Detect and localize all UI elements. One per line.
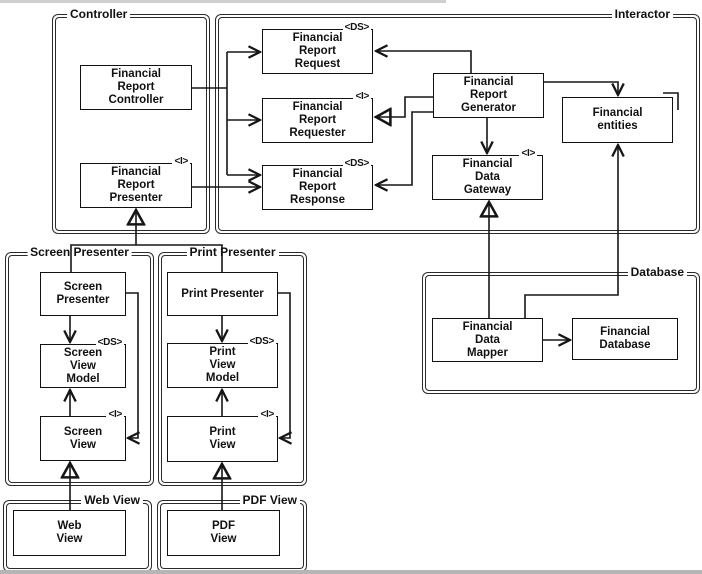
- stereotype-label: <I>: [258, 409, 276, 421]
- connector-generator-to-request: [376, 51, 472, 73]
- node-financial-data-gateway: <I> Financial Data Gateway: [432, 148, 543, 200]
- stereotype-label: <I>: [172, 156, 190, 168]
- node-financial-data-mapper: Financial Data Mapper: [432, 318, 543, 362]
- node-print-view: <I> Print View: [167, 409, 278, 462]
- group-screen-presenter: Screen Presenter: [5, 245, 154, 486]
- node-financial-report-controller: Financial Report Controller: [80, 65, 192, 110]
- node-financial-report-presenter: <I> Financial Report Presenter: [80, 156, 192, 208]
- connector-controller-trunk: [192, 52, 228, 175]
- connector-generator-to-entities: [544, 81, 618, 95]
- multiplicity-bracket-icon: [663, 92, 679, 110]
- group-label-pdf-view: PDF View: [239, 493, 300, 507]
- node-financial-entities: Financial entities: [562, 97, 673, 143]
- node-financial-report-response: <DS> Financial Report Response: [262, 158, 373, 210]
- stereotype-label: <DS>: [342, 158, 371, 170]
- group-label-interactor: Interactor: [611, 7, 673, 21]
- group-database: Database: [422, 265, 700, 394]
- group-label-web-view: Web View: [81, 493, 143, 507]
- node-financial-report-request: <DS> Financial Report Request: [262, 22, 373, 74]
- stereotype-label: <I>: [106, 409, 124, 421]
- connector-generator-to-response: [376, 111, 433, 185]
- node-print-view-model: <DS> Print View Model: [167, 336, 278, 388]
- group-label-screen-presenter: Screen Presenter: [27, 245, 132, 259]
- node-screen-presenter: Screen Presenter: [40, 272, 126, 316]
- stereotype-label: <I>: [519, 148, 537, 160]
- scan-artifact-bottom: [0, 570, 702, 574]
- node-pdf-view: PDF View: [167, 510, 280, 556]
- stereotype-label: <DS>: [95, 337, 124, 349]
- node-screen-view: <I> Screen View: [40, 409, 126, 461]
- node-print-presenter: Print Presenter: [167, 272, 278, 316]
- scan-artifact-top: [0, 0, 446, 3]
- node-financial-report-requester: <I> Financial Report Requester: [262, 91, 373, 143]
- node-screen-view-model: <DS> Screen View Model: [40, 337, 126, 388]
- group-label-print-presenter: Print Presenter: [186, 245, 279, 259]
- connector-screenpresenter-to-screenview: [126, 292, 138, 438]
- group-controller: Controller: [52, 7, 210, 234]
- node-web-view: Web View: [13, 510, 126, 556]
- connector-generator-to-requester: [376, 96, 433, 117]
- stereotype-label: <DS>: [342, 22, 371, 34]
- stereotype-label: <I>: [353, 91, 371, 103]
- stereotype-label: <DS>: [247, 336, 276, 348]
- connector-presenters-branch: [70, 244, 223, 272]
- node-financial-report-generator: Financial Report Generator: [433, 73, 544, 118]
- group-label-database: Database: [627, 265, 687, 279]
- connector-printpresenter-to-printview: [278, 292, 290, 438]
- connector-mapper-to-entities: [524, 145, 618, 318]
- node-financial-database: Financial Database: [572, 318, 678, 360]
- group-interactor: Interactor: [215, 7, 700, 234]
- group-label-controller: Controller: [67, 7, 131, 21]
- group-print-presenter: Print Presenter: [158, 245, 307, 486]
